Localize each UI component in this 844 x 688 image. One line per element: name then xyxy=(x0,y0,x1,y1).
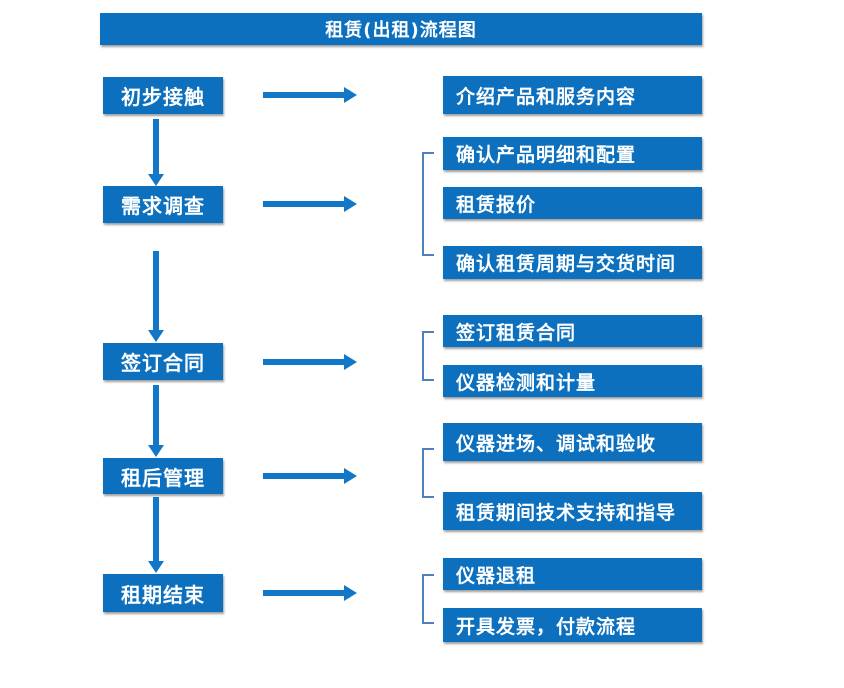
arrow-right-icon xyxy=(263,354,357,370)
detail-node: 租赁期间技术支持和指导 xyxy=(443,492,702,530)
group-bracket xyxy=(422,152,434,256)
detail-node: 开具发票，付款流程 xyxy=(443,608,702,642)
detail-node: 确认租赁周期与交货时间 xyxy=(443,246,702,279)
step-node-sign-contract: 签订合同 xyxy=(103,343,223,380)
detail-node: 仪器检测和计量 xyxy=(443,365,702,397)
arrow-down-icon xyxy=(148,385,164,457)
detail-node: 确认产品明细和配置 xyxy=(443,137,702,170)
detail-node: 签订租赁合同 xyxy=(443,315,702,347)
arrow-down-icon xyxy=(148,119,164,186)
step-node-initial-contact: 初步接触 xyxy=(103,77,223,114)
arrow-right-icon xyxy=(263,196,357,212)
step-node-demand-survey: 需求调查 xyxy=(103,186,223,223)
step-node-rental-end: 租期结束 xyxy=(103,574,223,612)
detail-node: 仪器退租 xyxy=(443,558,702,590)
arrow-down-icon xyxy=(148,251,164,342)
detail-node: 仪器进场、调试和验收 xyxy=(443,423,702,461)
arrow-right-icon xyxy=(263,468,357,484)
arrow-down-icon xyxy=(148,497,164,573)
arrow-right-icon xyxy=(263,585,357,601)
step-node-post-rental: 租后管理 xyxy=(103,458,223,494)
arrow-right-icon xyxy=(263,87,357,103)
group-bracket xyxy=(422,331,434,381)
detail-node: 介绍产品和服务内容 xyxy=(443,76,702,114)
flowchart-title: 租赁(出租)流程图 xyxy=(100,13,702,45)
group-bracket xyxy=(422,448,434,498)
group-bracket xyxy=(422,574,434,624)
detail-node: 租赁报价 xyxy=(443,187,702,219)
